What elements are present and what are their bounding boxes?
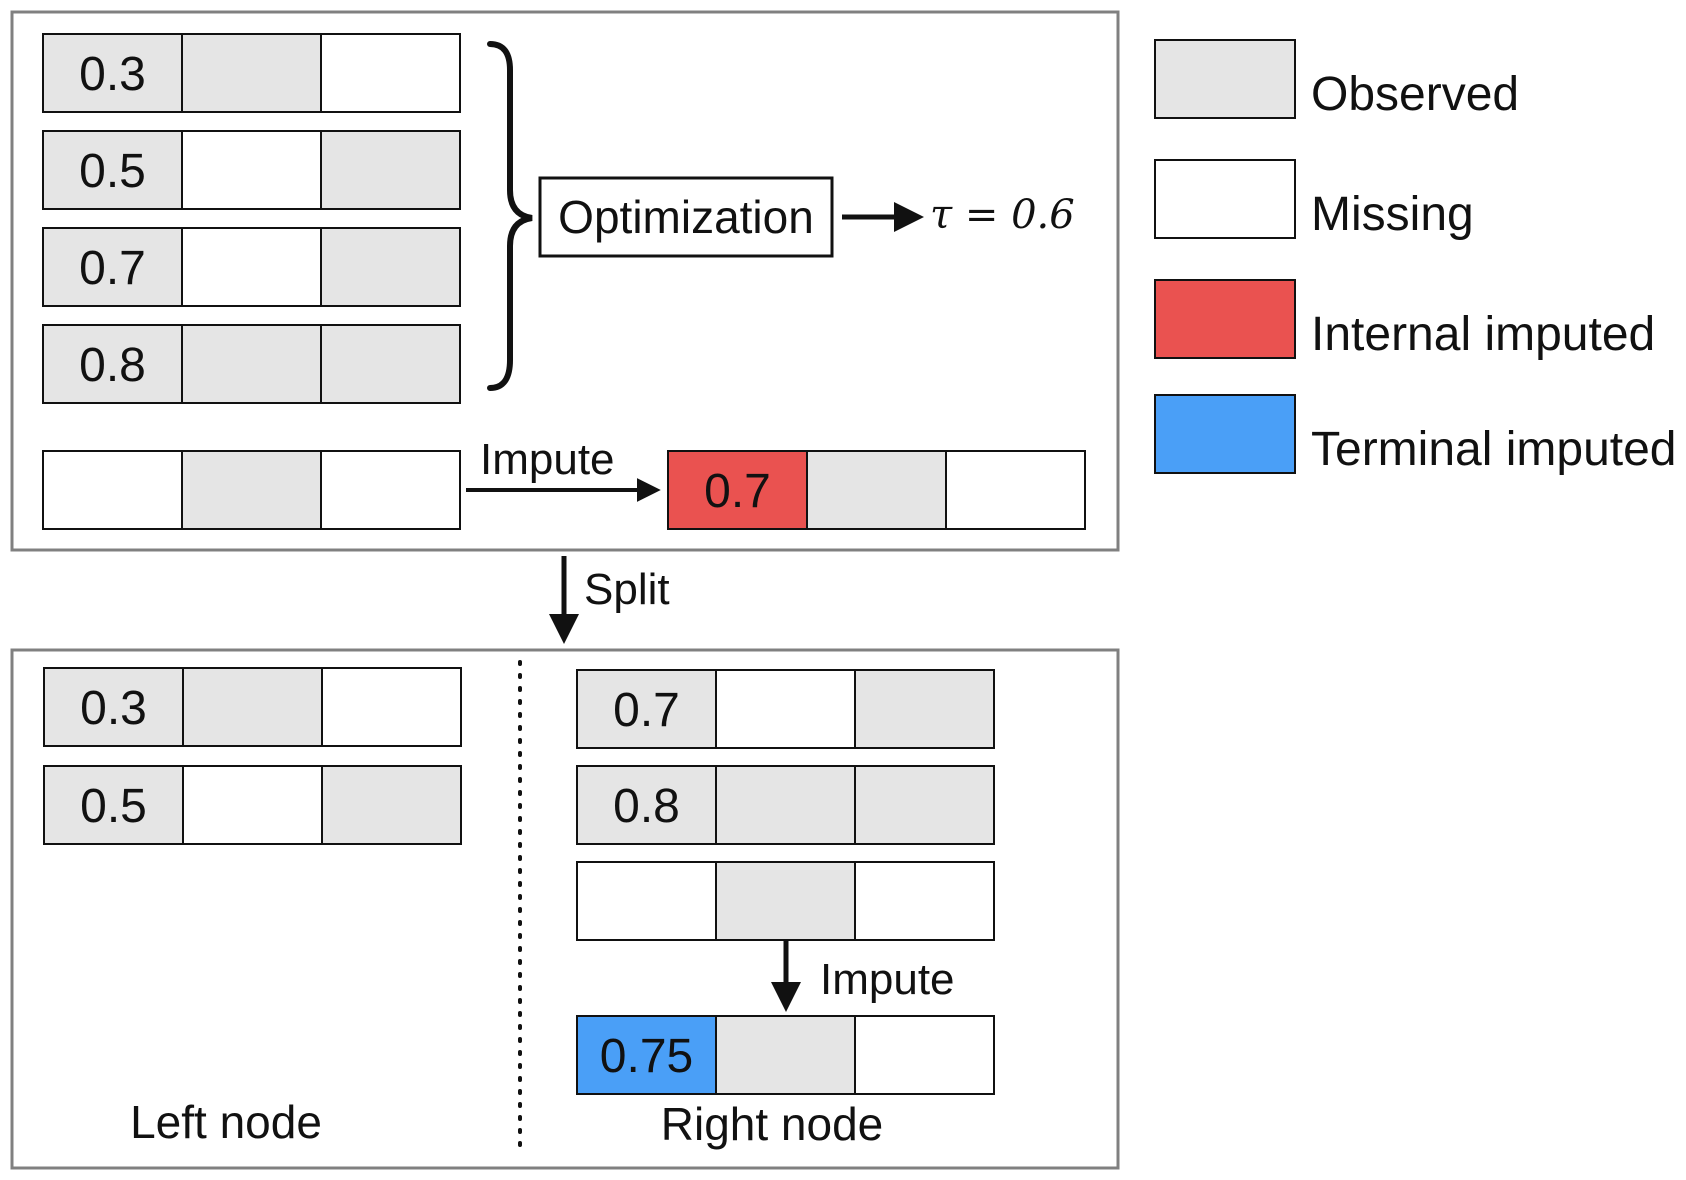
cell-observed (43, 765, 184, 845)
cell-missing (715, 669, 856, 749)
top-panel-rows: 0.3 0.5 0.7 0.8 0.7 (42, 33, 1086, 530)
left-node-label: Left node (130, 1096, 322, 1148)
row-value: 0.7 (704, 465, 771, 518)
bottom-impute-label: Impute (820, 955, 955, 1004)
right-node-row (576, 861, 995, 941)
cell-missing (321, 667, 462, 747)
cell-observed (320, 130, 461, 210)
cell-observed (320, 324, 461, 404)
data-row: 0.5 (42, 130, 461, 210)
cell-observed (576, 765, 717, 845)
legend-item-missing: Missing (1154, 159, 1474, 241)
cell-observed (854, 765, 995, 845)
cell-observed (576, 669, 717, 749)
row-value: 0.7 (79, 242, 146, 295)
top-impute-label: Impute (480, 435, 615, 484)
legend-label: Missing (1311, 188, 1474, 241)
data-row: 0.7 (42, 227, 461, 307)
row-value: 0.8 (79, 339, 146, 392)
cell-observed (181, 33, 322, 113)
curly-brace (487, 41, 533, 391)
row-value: 0.3 (79, 48, 146, 101)
optimization-label: Optimization (558, 191, 814, 243)
cell-missing (42, 450, 183, 530)
cell-observed (42, 324, 183, 404)
legend-item-observed: Observed (1154, 39, 1519, 121)
cell-observed (715, 861, 856, 941)
row-to-impute (42, 450, 461, 530)
cell-missing (576, 861, 717, 941)
cell-observed (181, 450, 322, 530)
left-node-row: 0.3 (43, 667, 462, 747)
cell-observed (43, 667, 184, 747)
cell-missing (320, 450, 461, 530)
legend-swatch (1154, 159, 1296, 239)
bottom-panel-rows: 0.3 0.5 0.7 0.8 0.75 (43, 667, 995, 1095)
split-label: Split (584, 565, 670, 614)
cell-observed (854, 669, 995, 749)
legend-label: Observed (1311, 68, 1519, 121)
terminal-imputed-row: 0.75 (576, 1015, 995, 1095)
legend-label: Internal imputed (1311, 308, 1655, 361)
cell-observed (42, 227, 183, 307)
cell-observed (182, 667, 323, 747)
legend-swatch (1154, 279, 1296, 359)
row-value: 0.7 (613, 684, 680, 737)
cell-observed (181, 324, 322, 404)
top-panel (10, 10, 1120, 552)
cell-missing (181, 130, 322, 210)
row-value: 0.5 (79, 145, 146, 198)
cell-observed (715, 1015, 856, 1095)
cell-observed (321, 765, 462, 845)
right-node-row: 0.7 (576, 669, 995, 749)
cell-observed (42, 33, 183, 113)
cell-observed (42, 130, 183, 210)
row-value: 0.8 (613, 780, 680, 833)
cell-terminal-imputed (576, 1015, 717, 1095)
row-value: 0.75 (600, 1030, 693, 1083)
cell-missing (945, 450, 1086, 530)
right-node-row: 0.8 (576, 765, 995, 845)
bottom-panel (10, 648, 1120, 1170)
right-node-label: Right node (661, 1098, 884, 1150)
left-node-row: 0.5 (43, 765, 462, 845)
legend-swatch (1154, 394, 1296, 474)
optimization-box (538, 176, 834, 258)
cell-missing (854, 861, 995, 941)
legend-item-internal-imputed: Internal imputed (1154, 279, 1655, 361)
legend-label: Terminal imputed (1311, 423, 1676, 476)
legend-swatch (1154, 39, 1296, 119)
cell-observed (715, 765, 856, 845)
data-row: 0.8 (42, 324, 461, 404)
cell-missing (320, 33, 461, 113)
cell-observed (320, 227, 461, 307)
cell-missing (854, 1015, 995, 1095)
internal-imputed-row: 0.7 (667, 450, 1086, 530)
legend-item-terminal-imputed: Terminal imputed (1154, 394, 1676, 476)
data-row: 0.3 (42, 33, 461, 113)
row-value: 0.5 (80, 780, 147, 833)
cell-internal-imputed (667, 450, 808, 530)
row-value: 0.3 (80, 682, 147, 735)
cell-missing (182, 765, 323, 845)
cell-missing (181, 227, 322, 307)
cell-observed (806, 450, 947, 530)
tau-label: τ = 0.6 (930, 192, 1075, 238)
